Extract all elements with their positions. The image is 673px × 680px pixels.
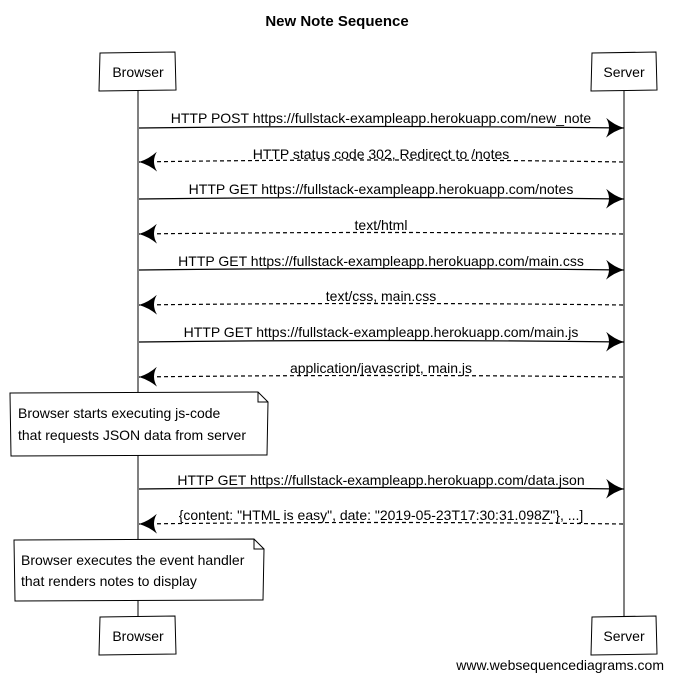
participant-label: Browser — [112, 628, 164, 644]
message-label: HTTP GET https://fullstack-exampleapp.he… — [178, 253, 584, 269]
message-9: HTTP GET https://fullstack-exampleapp.he… — [138, 472, 625, 499]
message-10: {content: "HTML is easy", date: "2019-05… — [138, 507, 624, 534]
watermark: www.websequencediagrams.com — [455, 657, 664, 673]
diagram-title: New Note Sequence — [265, 13, 408, 30]
note-line: that requests JSON data from server — [18, 427, 246, 443]
message-8: application/javascript, main.js — [138, 360, 624, 387]
note-line: that renders notes to display — [21, 573, 197, 589]
message-label: application/javascript, main.js — [290, 360, 472, 376]
message-5: HTTP GET https://fullstack-exampleapp.he… — [138, 253, 625, 280]
note-2: Browser executes the event handler that … — [13, 538, 265, 602]
message-label: text/html — [355, 217, 408, 233]
participant-server-bottom: Server — [590, 615, 658, 656]
participant-server-top: Server — [590, 51, 658, 92]
message-label: HTTP status code 302, Redirect to /notes — [253, 146, 510, 162]
note-line: Browser starts executing js-code — [18, 405, 221, 421]
message-2: HTTP status code 302, Redirect to /notes — [138, 146, 624, 172]
note-line: Browser executes the event handler — [21, 552, 245, 568]
message-label: HTTP POST https://fullstack-exampleapp.h… — [171, 110, 592, 126]
participant-label: Browser — [112, 64, 164, 80]
participant-browser-top: Browser — [98, 51, 177, 92]
message-label: HTTP GET https://fullstack-exampleapp.he… — [184, 324, 579, 340]
note-1: Browser starts executing js-code that re… — [9, 391, 269, 457]
message-label: text/css, main.css — [326, 288, 436, 304]
message-label: HTTP GET https://fullstack-exampleapp.he… — [177, 472, 584, 488]
participant-browser-bottom: Browser — [98, 615, 177, 656]
message-label: {content: "HTML is easy", date: "2019-05… — [179, 507, 584, 523]
participant-label: Server — [603, 628, 645, 644]
message-6: text/css, main.css — [138, 288, 624, 315]
message-1: HTTP POST https://fullstack-exampleapp.h… — [138, 110, 625, 138]
message-4: text/html — [138, 217, 624, 244]
message-3: HTTP GET https://fullstack-exampleapp.he… — [138, 181, 625, 209]
participant-label: Server — [603, 64, 645, 80]
message-label: HTTP GET https://fullstack-exampleapp.he… — [189, 181, 574, 197]
message-7: HTTP GET https://fullstack-exampleapp.he… — [138, 324, 625, 352]
